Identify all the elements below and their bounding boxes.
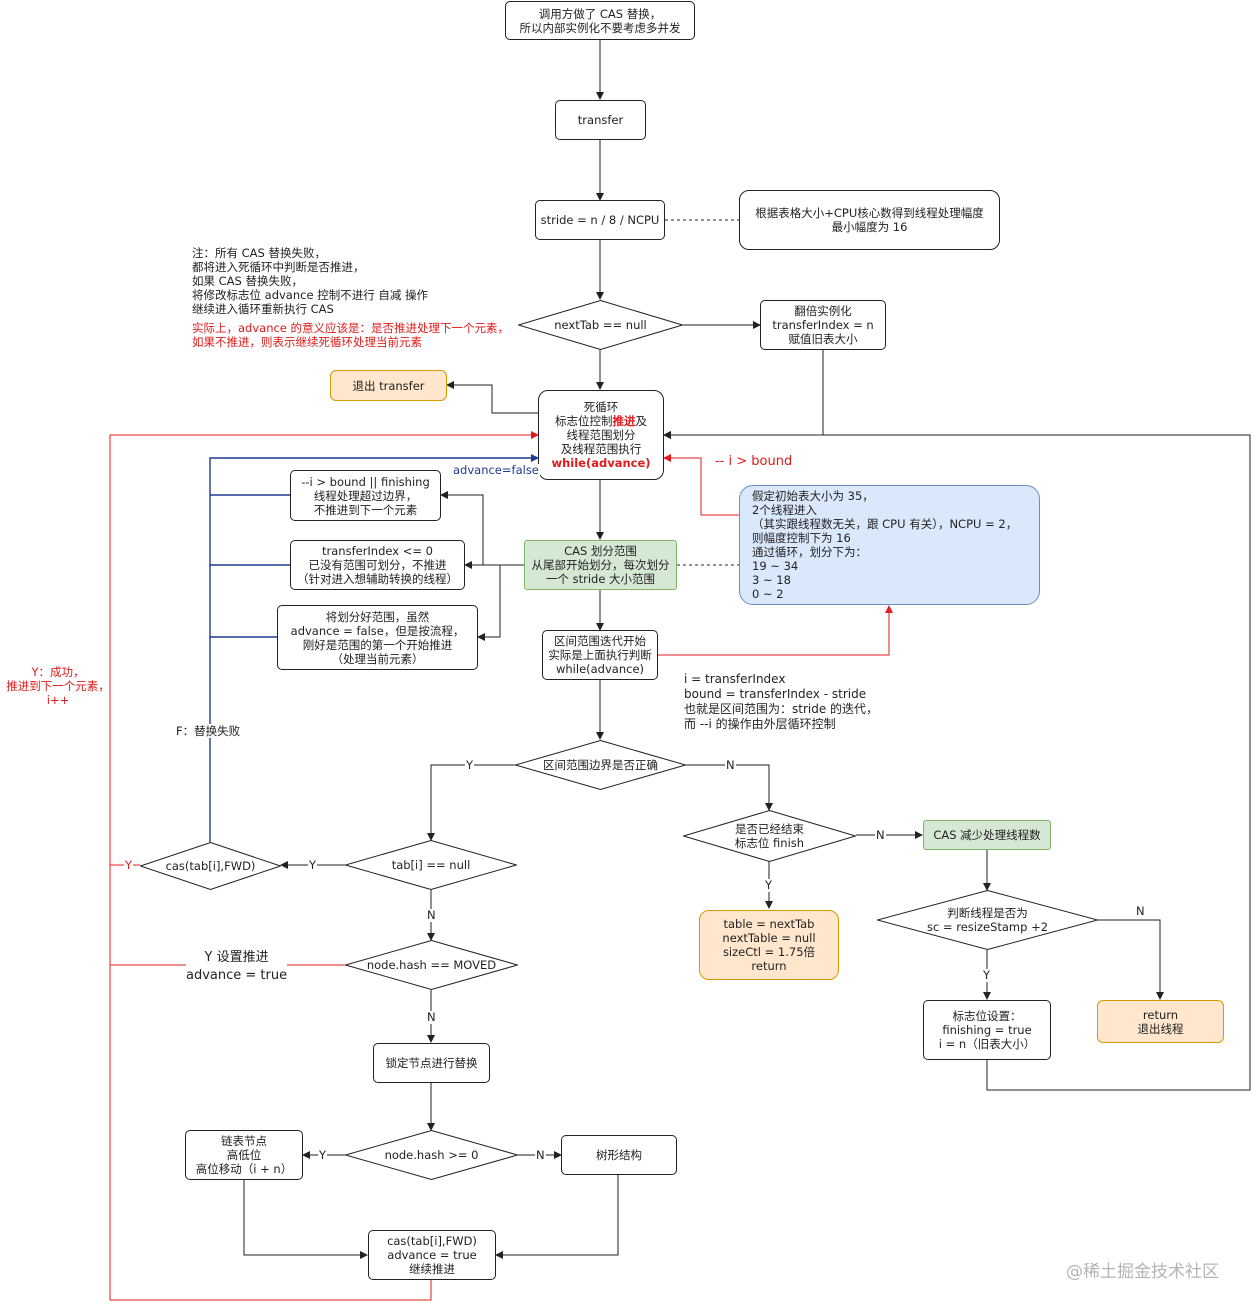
judge-no-label: N xyxy=(1135,904,1146,918)
judge-decision: 判断线程是否为 sc = resizeStamp +2 xyxy=(877,890,1098,950)
cas-fwd-decision: cas(tab[i],FWD) xyxy=(140,842,281,890)
cond-bound-finishing: --i > bound || finishing 线程处理超过边界， 不推进到下… xyxy=(290,470,441,521)
edge-loop-exit xyxy=(446,381,538,414)
cond-transferindex: transferIndex <= 0 已没有范围可划分，不推进 （针对进入想辅助… xyxy=(290,540,465,590)
y-success-text: Y：成功， 推进到下一个元素， i++ xyxy=(6,665,110,707)
edge-double-loop xyxy=(663,350,824,439)
f-fail-text: F：替换失败 xyxy=(176,724,241,738)
edge-tree-cas2 xyxy=(495,1175,619,1259)
linked-node: 链表节点 高低位 高位移动（i + n） xyxy=(185,1130,303,1180)
bound-decision: 区间范围边界是否正确 xyxy=(515,740,686,790)
dec-bound-label: -- i > bound xyxy=(714,454,794,469)
bound-yes-label: Y xyxy=(465,758,475,772)
edge-cas-c3 xyxy=(477,564,524,641)
nexttab-decision: nextTab == null xyxy=(518,300,683,350)
cas-fwd-yes-label: Y xyxy=(124,858,134,872)
final-node: table = nextTab nextTable = null sizeCtl… xyxy=(699,910,839,980)
edge-judge-no xyxy=(1098,919,1164,1000)
finished-no-label: N xyxy=(875,828,886,842)
edge-flag-loop xyxy=(663,431,1251,1091)
y-advance-text: Y 设置推进 advance = true xyxy=(186,949,288,985)
transfer-node: transfer xyxy=(555,100,646,140)
flag-set-node: 标志位设置： finishing = true i = n（旧表大小） xyxy=(923,1000,1051,1060)
i-note-text: i = transferIndex bound = transferIndex … xyxy=(684,672,879,731)
note-text: 注：所有 CAS 替换失败， 都将进入死循环中判断是否推进， 如果 CAS 替换… xyxy=(192,246,429,316)
tabnull-yes-label: Y xyxy=(308,858,318,872)
edge-cas2-loop xyxy=(109,865,432,1301)
stride-note-node: 根据表格大小+CPU核心数得到线程处理幅度 最小幅度为 16 xyxy=(739,190,1000,250)
exit-transfer-node: 退出 transfer xyxy=(330,370,447,401)
cond-range-assigned: 将划分好范围，虽然 advance = false，但是按流程， 刚好是范围的第… xyxy=(277,605,478,670)
cas-range-node: CAS 划分范围 从尾部开始划分，每次划分 一个 stride 大小范围 xyxy=(524,540,677,590)
judge-yes-label: Y xyxy=(982,968,992,982)
moved-no-label: N xyxy=(426,1010,437,1024)
edge-example-loop xyxy=(663,454,739,516)
cas-fwd2-node: cas(tab[i],FWD) advance = true 继续推进 xyxy=(368,1230,496,1280)
cas-reduce-node: CAS 减少处理线程数 xyxy=(923,820,1051,850)
hash-ge-decision: node.hash >= 0 xyxy=(345,1130,518,1180)
example-node: 假定初始表大小为 35， 2个线程进入 （其实跟线程数无关，跟 CPU 有关），… xyxy=(739,485,1040,605)
iter-node: 区间范围迭代开始 实际是上面执行判断 while(advance) xyxy=(542,630,658,680)
stride-node: stride = n / 8 / NCPU xyxy=(535,200,665,240)
return-exit-node: return 退出线程 xyxy=(1097,1000,1224,1043)
watermark: @稀土掘金技术社区 xyxy=(1066,1262,1219,1282)
start-node: 调用方做了 CAS 替换， 所以内部实例化不要考虑多并发 xyxy=(505,1,695,40)
edge-bound-no xyxy=(686,764,773,811)
finished-yes-label: Y xyxy=(764,878,774,892)
hash-yes-label: Y xyxy=(318,1148,328,1162)
bound-no-label: N xyxy=(725,758,736,772)
edge-cas-fail-loop xyxy=(209,454,539,842)
double-node: 翻倍实例化 transferIndex = n 赋值旧表大小 xyxy=(760,300,886,350)
hash-no-label: N xyxy=(535,1148,546,1162)
edge-linked-cas2 xyxy=(243,1180,368,1259)
tree-node: 树形结构 xyxy=(561,1135,677,1175)
advance-false-label: advance=false xyxy=(452,463,540,477)
tabnull-no-label: N xyxy=(426,908,437,922)
lock-node: 锁定节点进行替换 xyxy=(373,1043,490,1083)
note-red-text: 实际上，advance 的意义应该是：是否推进处理下一个元素， 如果不推进，则表… xyxy=(192,321,510,349)
edge-bound-yes xyxy=(427,764,515,841)
tabnull-decision: tab[i] == null xyxy=(345,840,517,890)
finished-decision: 是否已经结束 标志位 finish xyxy=(683,810,856,862)
edge-iter-example xyxy=(658,605,893,656)
moved-decision: node.hash == MOVED xyxy=(345,940,518,990)
